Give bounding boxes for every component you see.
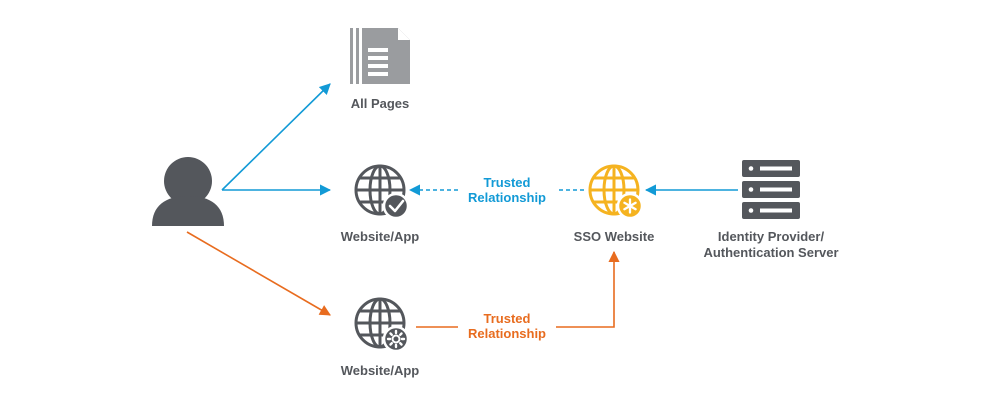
edge-label-to-sso xyxy=(556,250,620,328)
trusted-relationship-blue-line2: Relationship xyxy=(467,190,546,205)
all-pages-label: All Pages xyxy=(350,96,410,111)
trusted-relationship-orange-line1: Trusted xyxy=(483,311,531,326)
trusted-relationship-orange: Trusted Relationship xyxy=(456,311,558,341)
edge-user-to-all-pages xyxy=(221,83,331,191)
globe-gear-icon xyxy=(354,297,410,353)
document-stack-icon xyxy=(350,28,410,84)
sso-website-label: SSO Website xyxy=(573,229,655,244)
trusted-relationship-blue-line1: Trusted xyxy=(483,175,531,190)
user-icon xyxy=(152,157,224,226)
idp-label-line1: Identity Provider/ xyxy=(717,229,825,244)
edge-user-to-website-other xyxy=(186,231,331,316)
website-trusted-label: Website/App xyxy=(340,229,420,244)
idp-label: Identity Provider/ Authentication Server xyxy=(688,229,854,260)
edges xyxy=(186,83,738,328)
trusted-relationship-blue: Trusted Relationship xyxy=(456,175,558,205)
globe-asterisk-icon xyxy=(588,164,644,220)
idp-label-line2: Authentication Server xyxy=(703,245,839,260)
server-rack-icon xyxy=(742,160,800,219)
trusted-relationship-orange-line2: Relationship xyxy=(467,326,546,341)
website-other-label: Website/App xyxy=(340,363,420,378)
globe-check-icon xyxy=(354,164,410,220)
